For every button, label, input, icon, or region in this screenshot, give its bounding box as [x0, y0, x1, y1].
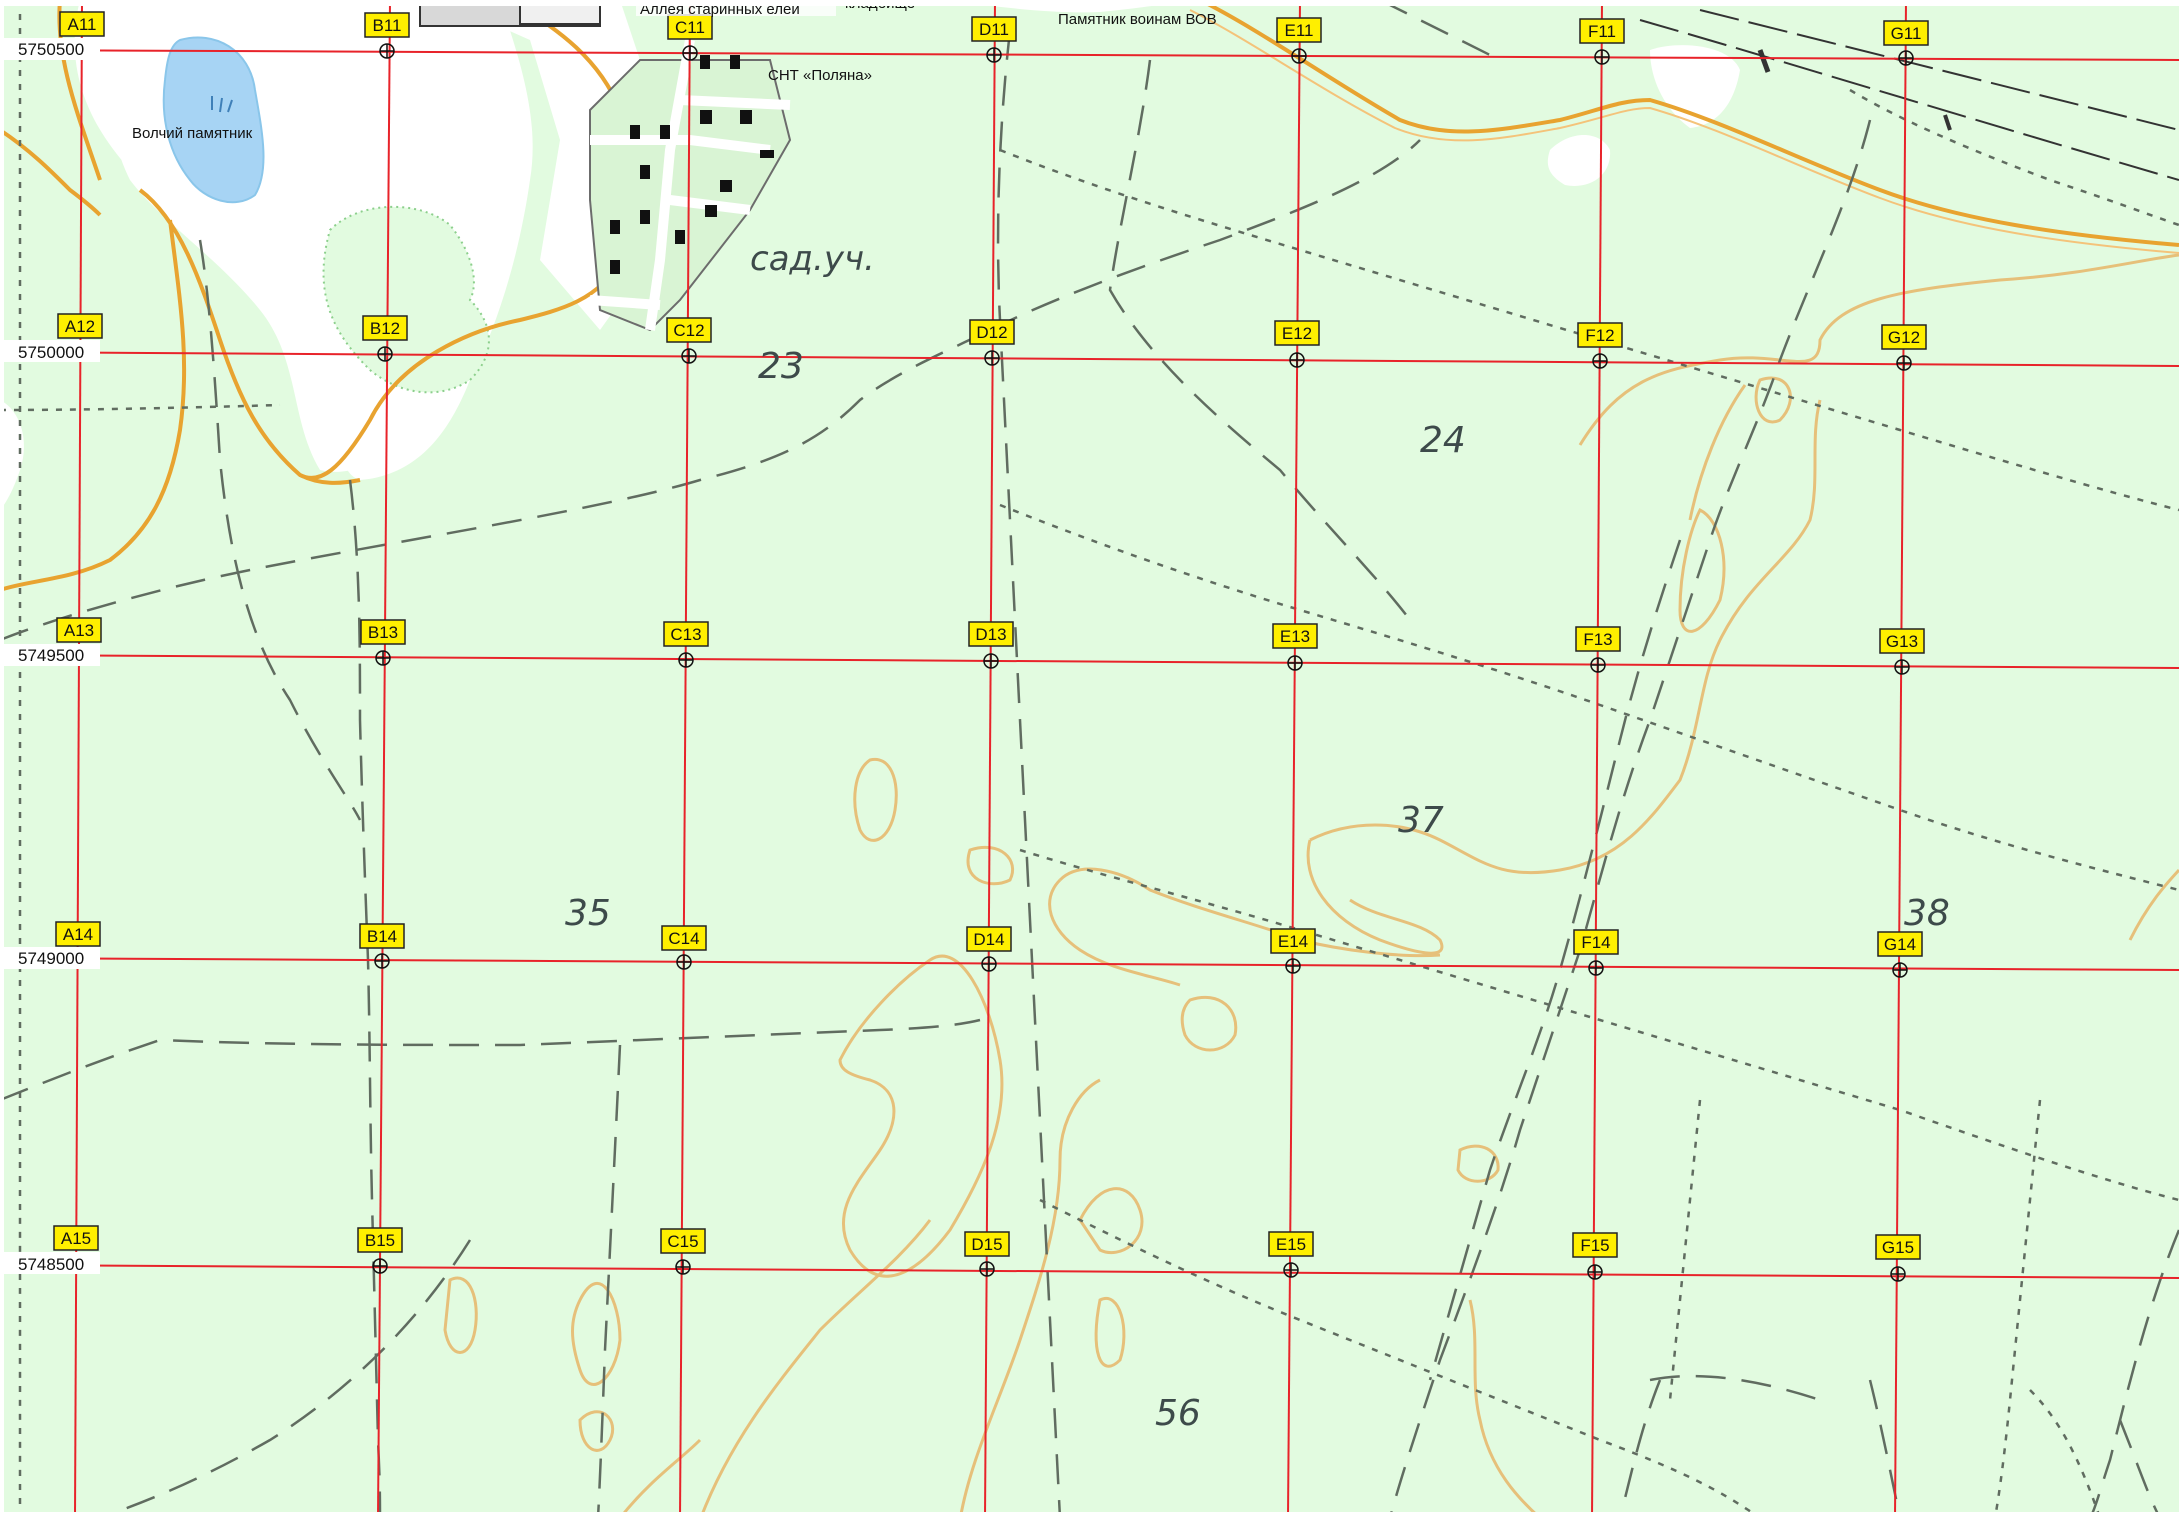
cell-label-D14: D14	[966, 926, 1012, 952]
svg-text:B12: B12	[370, 319, 400, 338]
area-number-24: 24	[1420, 420, 1466, 461]
coord-label-row13: 5749500	[18, 646, 84, 665]
area-number-35: 35	[565, 893, 611, 934]
cell-label-B11: B11	[364, 12, 410, 38]
svg-text:D15: D15	[971, 1235, 1002, 1254]
svg-text:B14: B14	[367, 927, 397, 946]
cell-label-G12: G12	[1881, 324, 1927, 350]
cell-label-A13: A13	[56, 617, 102, 643]
place-label-garden: сад.уч.	[750, 239, 875, 279]
svg-text:A13: A13	[64, 621, 94, 640]
svg-text:F15: F15	[1580, 1236, 1609, 1255]
cell-label-F13: F13	[1575, 626, 1621, 652]
coord-label-row12: 5750000	[18, 343, 84, 362]
coord-label-row11: 5750500	[18, 40, 84, 59]
cell-label-E14: E14	[1270, 928, 1316, 954]
place-label-war-memorial: Памятник воинам ВОВ	[1058, 11, 1217, 28]
area-number-38: 38	[1904, 893, 1950, 934]
cell-label-C13: C13	[663, 621, 709, 647]
cell-label-C11: C11	[667, 14, 713, 40]
marsh-symbol	[211, 96, 233, 113]
cell-label-G14: G14	[1877, 931, 1923, 957]
cell-label-E12: E12	[1274, 320, 1320, 346]
coord-label-row15: 5748500	[18, 1255, 84, 1274]
cell-labels: A11 B11 C11 D11 E11 F11 G11 A12 B12 C12 …	[53, 11, 1929, 1260]
bottom-margin	[0, 1512, 2179, 1518]
top-margin	[0, 0, 2179, 6]
cell-label-D13: D13	[968, 621, 1014, 647]
cell-label-A11: A11	[59, 11, 105, 37]
cell-label-B14: B14	[359, 923, 405, 949]
area-number-37: 37	[1398, 800, 1444, 841]
cell-label-B12: B12	[362, 315, 408, 341]
cell-label-B13: B13	[360, 619, 406, 645]
cell-label-B15: B15	[357, 1227, 403, 1253]
cell-label-D15: D15	[964, 1231, 1010, 1257]
svg-text:F11: F11	[1588, 22, 1616, 41]
svg-text:F13: F13	[1583, 630, 1612, 649]
svg-text:C11: C11	[675, 18, 705, 37]
left-margin	[0, 0, 4, 1518]
cell-label-A12: A12	[57, 313, 103, 339]
cell-label-E13: E13	[1272, 623, 1318, 649]
cell-label-F11: F11	[1579, 18, 1625, 44]
svg-text:B15: B15	[365, 1231, 395, 1250]
svg-text:F14: F14	[1581, 933, 1610, 952]
svg-text:G13: G13	[1886, 632, 1918, 651]
svg-text:E15: E15	[1276, 1235, 1306, 1254]
svg-text:G12: G12	[1888, 328, 1920, 347]
area-numbers: 23 24 35 37 38 56	[565, 346, 1950, 1434]
svg-text:E11: E11	[1285, 21, 1314, 40]
cell-label-E15: E15	[1268, 1231, 1314, 1257]
cell-label-C14: C14	[661, 925, 707, 951]
cell-label-E11: E11	[1276, 17, 1322, 43]
cell-label-A14: A14	[55, 921, 101, 947]
railroad	[1639, 9, 2179, 181]
svg-text:C14: C14	[668, 929, 699, 948]
area-number-56: 56	[1155, 1393, 1201, 1434]
svg-text:F12: F12	[1585, 326, 1614, 345]
svg-text:C15: C15	[667, 1232, 698, 1251]
svg-text:B13: B13	[368, 623, 398, 642]
svg-text:A12: A12	[65, 317, 95, 336]
svg-text:E14: E14	[1278, 932, 1308, 951]
svg-text:E12: E12	[1282, 324, 1312, 343]
contour-lines	[443, 253, 2179, 1518]
y-coordinate-labels: 5750500 5750000 5749500 5749000 5748500	[0, 38, 100, 1274]
svg-text:G14: G14	[1884, 935, 1916, 954]
svg-text:A11: A11	[68, 15, 97, 34]
cell-label-F14: F14	[1573, 929, 1619, 955]
coord-label-row14: 5749000	[18, 949, 84, 968]
svg-text:D12: D12	[976, 323, 1007, 342]
cell-label-D12: D12	[969, 319, 1015, 345]
place-label-wolf-monument: Волчий памятник	[132, 125, 253, 142]
svg-text:A14: A14	[63, 925, 93, 944]
svg-text:G11: G11	[1891, 24, 1922, 43]
cell-label-D11: D11	[971, 16, 1017, 42]
cell-label-F12: F12	[1577, 322, 1623, 348]
svg-text:D14: D14	[973, 930, 1004, 949]
cell-label-G11: G11	[1883, 20, 1929, 46]
svg-text:G15: G15	[1882, 1238, 1914, 1257]
svg-text:E13: E13	[1280, 627, 1310, 646]
area-number-23: 23	[758, 346, 804, 387]
lake	[162, 36, 265, 204]
svg-text:D13: D13	[975, 625, 1006, 644]
svg-text:C12: C12	[673, 321, 704, 340]
cell-label-C15: C15	[660, 1228, 706, 1254]
svg-text:D11: D11	[979, 20, 1009, 39]
cell-label-C12: C12	[666, 317, 712, 343]
svg-text:A15: A15	[61, 1229, 91, 1248]
cell-label-A15: A15	[53, 1225, 99, 1251]
cell-label-G13: G13	[1879, 628, 1925, 654]
cell-label-G15: G15	[1875, 1234, 1921, 1260]
svg-text:B11: B11	[373, 16, 402, 35]
cell-label-F15: F15	[1572, 1232, 1618, 1258]
svg-text:C13: C13	[670, 625, 701, 644]
place-label-snt: СНТ «Поляна»	[768, 67, 872, 84]
